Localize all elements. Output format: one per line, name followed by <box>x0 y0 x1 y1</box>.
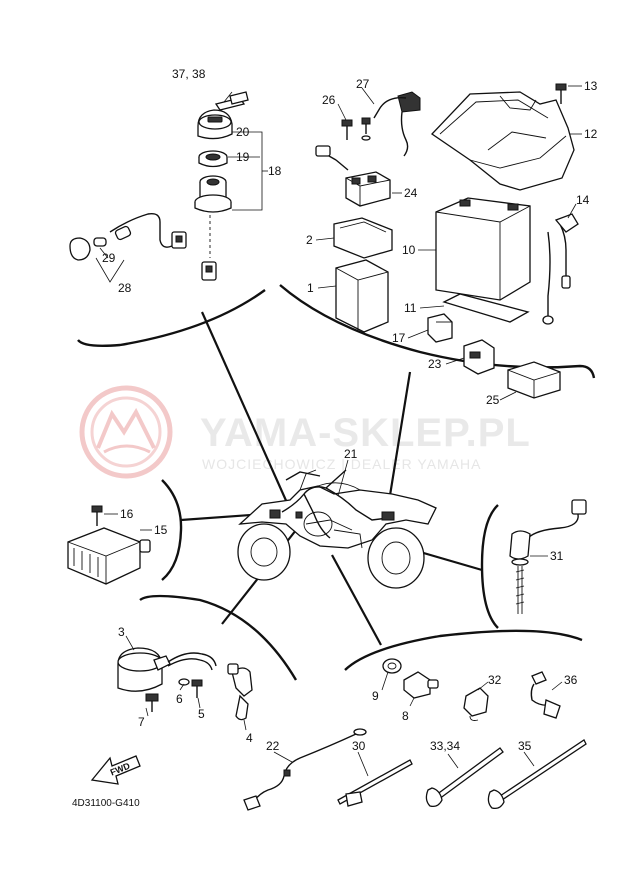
label-14: 14 <box>576 193 590 207</box>
battery-box <box>431 91 575 191</box>
label-2: 2 <box>306 233 313 247</box>
battery-lead <box>542 213 579 325</box>
ignition-coil-assembly: 3 7 6 5 4 <box>117 625 253 745</box>
sensor-assembly: 9 8 32 36 <box>372 658 578 723</box>
label-31: 31 <box>550 549 564 563</box>
switch-32 <box>463 687 489 721</box>
label-36: 36 <box>564 673 578 687</box>
label-6: 6 <box>176 692 183 706</box>
callout-line-sensor <box>331 554 382 646</box>
ignition-coil <box>117 647 217 692</box>
cable-tie-33-34 <box>425 747 504 808</box>
label-21: 21 <box>344 447 358 461</box>
bracket-sensor-group <box>344 629 583 671</box>
watermark-subtitle: WOJCIECHOWICZ | DEALER YAMAHA <box>202 456 481 472</box>
label-7: 7 <box>138 715 145 729</box>
label-13: 13 <box>584 79 598 93</box>
switch-36 <box>530 671 561 719</box>
bolt-16 <box>91 505 103 526</box>
label-30: 30 <box>352 739 366 753</box>
cables-and-bands: 22 30 33,34 35 <box>243 728 587 811</box>
relay-23 <box>463 339 495 375</box>
bolt-26 <box>341 117 371 141</box>
label-11: 11 <box>404 301 417 315</box>
battery-box-assembly: 27 26 24 2 1 13 12 14 10 11 17 23 25 <box>306 77 598 407</box>
bracket-ignition-group <box>77 289 266 348</box>
fwd-label: FWD <box>109 760 132 777</box>
label-25: 25 <box>486 393 500 407</box>
sensor-8 <box>403 671 439 699</box>
label-29: 29 <box>102 251 116 265</box>
starter-relay <box>315 145 391 207</box>
washer-6 <box>178 678 190 686</box>
label-20: 20 <box>236 125 250 139</box>
label-4: 4 <box>246 731 253 745</box>
fuse-cover <box>333 217 393 259</box>
drawing-code: 4D31100-G410 <box>72 798 140 809</box>
switch-cap <box>197 109 233 140</box>
label-8: 8 <box>402 709 409 723</box>
lock-nut <box>198 150 228 168</box>
rubber-block <box>507 361 561 399</box>
cable-tie-30 <box>337 759 413 807</box>
lead-wire-22 <box>243 728 367 811</box>
front-wheel <box>237 523 291 581</box>
spark-plug-cap <box>227 663 253 721</box>
label-3: 3 <box>118 625 125 639</box>
battery-band <box>442 293 530 323</box>
forward-arrow-icon: FWD <box>90 755 141 785</box>
main-switch-assembly: 37, 38 20 19 18 29 28 <box>69 67 282 295</box>
bracket-coil-group <box>139 594 298 681</box>
bolt-5 <box>191 679 203 698</box>
label-28: 28 <box>118 281 132 295</box>
label-18: 18 <box>268 164 282 178</box>
label-33-34: 33,34 <box>430 739 460 753</box>
label-22: 22 <box>266 739 280 753</box>
label-9: 9 <box>372 689 379 703</box>
relay-17 <box>427 313 453 343</box>
label-19: 19 <box>236 150 250 164</box>
rear-wheel <box>367 527 425 589</box>
bracket-switch-group <box>480 504 499 629</box>
label-5: 5 <box>198 707 205 721</box>
gasket-9 <box>382 658 402 674</box>
label-24: 24 <box>404 186 418 200</box>
watermark: YAMA-SKLEP.PL WOJCIECHOWICZ | DEALER YAM… <box>79 385 530 479</box>
cable-tie-35 <box>487 739 587 810</box>
bracket-rectifier-group <box>161 479 183 581</box>
label-10: 10 <box>402 243 416 257</box>
bolt-13 <box>555 83 567 104</box>
label-1: 1 <box>307 281 314 295</box>
label-12: 12 <box>584 127 598 141</box>
rectifier-regulator: 16 15 <box>67 505 168 585</box>
fuse-holder <box>69 212 187 261</box>
label-26: 26 <box>322 93 336 107</box>
coil-bolt-7 <box>145 693 159 712</box>
label-17: 17 <box>392 331 406 345</box>
switch-connector <box>201 261 217 281</box>
atv-body <box>238 485 437 549</box>
cdi-unit <box>335 259 389 333</box>
label-37-38: 37, 38 <box>172 67 206 81</box>
label-32: 32 <box>488 673 502 687</box>
battery <box>435 197 531 301</box>
label-23: 23 <box>428 357 442 371</box>
wire-harness <box>281 469 389 539</box>
key-icon <box>214 91 249 111</box>
label-35: 35 <box>518 739 532 753</box>
fuse-box-cap <box>373 91 421 157</box>
label-27: 27 <box>356 77 370 91</box>
watermark-logo <box>79 385 173 479</box>
switch-body <box>194 175 232 213</box>
switch-31: 31 <box>509 499 587 614</box>
label-16: 16 <box>120 507 134 521</box>
label-15: 15 <box>154 523 168 537</box>
callout-line-ignition <box>200 311 290 506</box>
atv-illustration: 21 <box>237 447 437 589</box>
